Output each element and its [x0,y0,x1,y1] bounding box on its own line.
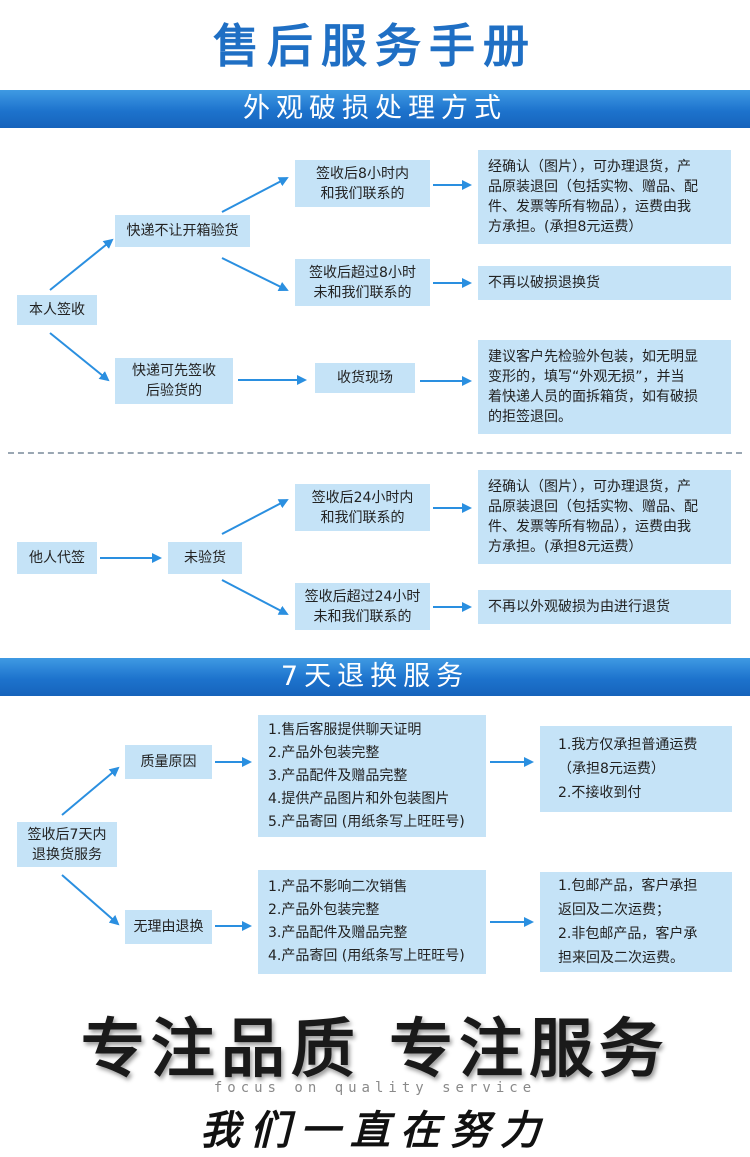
arrow [221,499,289,535]
over-24h-box: 签收后超过24小时 未和我们联系的 [295,583,430,630]
noreason-requirements-box: 1.产品不影响二次销售 2.产品外包装完整 3.产品配件及赠品完整 4.产品寄回… [258,870,486,974]
seven-day-box: 签收后7天内 退换货服务 [17,822,117,867]
quality-reason-box: 质量原因 [125,745,212,779]
box-line: 未和我们联系的 [313,284,412,301]
box-line: 担来回及二次运费。 [558,950,684,966]
box-line: 方承担。(承担8元运费） [488,539,643,555]
box-line: 3.产品配件及赠品完整 [268,925,408,941]
noreason-result-box: 1.包邮产品，客户承担 返回及二次运费； 2.非包邮产品，客户承 担来回及二次运… [540,872,732,972]
box-line: 方承担。(承担8元运费） [488,219,643,235]
box-line: 1.我方仅承担普通运费 [558,737,698,753]
slogan-area [0,990,750,1157]
over-8h-box: 签收后超过8小时 未和我们联系的 [295,259,430,306]
box-line: 件、发票等所有物品），运费由我 [488,199,691,215]
arrow [61,874,120,926]
arrow [221,177,289,213]
box-line: 返回及二次运费； [558,902,670,918]
arrow [49,238,114,291]
flow-arrows [49,177,534,931]
box-line: 品原装退回（包括实物、赠品、配 [488,499,698,515]
return-result-box-2: 经确认（图片），可办理退货，产 品原装退回（包括实物、赠品、配 件、发票等所有物… [478,470,731,564]
box-line: （承担8元运费） [558,761,665,777]
box-line: 2.产品外包装完整 [268,744,380,761]
no-return-box: 不再以外观破损为由进行退货 [478,590,731,624]
box-line: 4.提供产品图片和外包装图片 [268,790,450,807]
within-8h-box: 签收后8小时内 和我们联系的 [295,160,430,207]
arrow [221,579,289,615]
box-line: 未和我们联系的 [313,608,412,625]
box-line: 签收后超过8小时 [309,264,416,281]
box-line: 和我们联系的 [320,509,405,526]
not-inspected-box: 未验货 [168,542,242,574]
box-line: 2.不接收到付 [558,785,642,801]
box-line: 3.产品配件及赠品完整 [268,767,408,784]
courier-no-inspect-box: 快递不让开箱验货 [115,215,250,247]
box-line: 签收后8小时内 [316,165,409,182]
box-line: 签收后7天内 [27,826,107,843]
slogan-sub: focus on quality service [213,1080,537,1096]
page-title: 售后服务手册 [213,19,537,73]
section-banner-damage: 外观破损处理方式 [0,90,750,128]
inspect-advice-box: 建议客户先检验外包装，如无明显 变形的，填写“外观无损”，并当 着快递人员的面拆… [478,340,731,434]
box-line: 品原装退回（包括实物、赠品、配 [488,179,698,195]
arrow [49,332,110,382]
self-sign-box: 本人签收 [17,295,97,325]
box-line: 和我们联系的 [320,185,405,202]
box-line: 签收后超过24小时 [304,588,421,605]
proxy-sign-box: 他人代签 [17,542,97,574]
box-line: 经确认（图片），可办理退货，产 [488,159,691,175]
no-exchange-box: 不再以破损退换货 [478,266,731,300]
box-line: 4.产品寄回 (用纸条写上旺旺号) [268,948,465,964]
return-result-box: 经确认（图片），可办理退货，产 品原装退回（包括实物、赠品、配 件、发票等所有物… [478,150,731,244]
box-line: 快递可先签收 [132,363,216,379]
slogan-handwriting: 我们一直在努力 [200,1107,550,1154]
box-line: 5.产品寄回 (用纸条写上旺旺号) [268,813,465,830]
box-line: 着快递人员的面拆箱货，如有破损 [488,389,698,405]
box-line: 建议客户先检验外包装，如无明显 [488,349,698,365]
courier-inspect-box: 快递可先签收 后验货的 [115,358,233,404]
quality-result-box: 1.我方仅承担普通运费 （承担8元运费） 2.不接收到付 [540,726,732,812]
box-line: 的拒签退回。 [488,409,572,425]
box-line: 件、发票等所有物品），运费由我 [488,519,691,535]
arrow [61,766,120,816]
section-banner-7day: 7天退换服务 [0,658,750,696]
at-scene-box: 收货现场 [315,363,415,393]
no-reason-box: 无理由退换 [125,910,212,944]
quality-requirements-box: 1.售后客服提供聊天证明 2.产品外包装完整 3.产品配件及赠品完整 4.提供产… [258,715,486,837]
box-line: 签收后24小时内 [311,489,414,506]
box-line: 2.产品外包装完整 [268,902,380,918]
slogan-main: 专注品质 专注服务 [80,1012,670,1087]
box-line: 2.非包邮产品，客户承 [558,926,698,942]
box-line: 变形的，填写“外观无损”，并当 [488,369,685,385]
within-24h-box: 签收后24小时内 和我们联系的 [295,484,430,531]
box-line: 1.产品不影响二次销售 [268,879,408,895]
section-divider [8,452,742,454]
box-line: 后验货的 [146,383,202,399]
arrow [221,257,289,291]
box-line: 1.包邮产品，客户承担 [558,878,698,894]
box-line: 经确认（图片），可办理退货，产 [488,479,691,495]
box-line: 退换货服务 [32,846,102,863]
box-line: 1.售后客服提供聊天证明 [268,721,422,738]
